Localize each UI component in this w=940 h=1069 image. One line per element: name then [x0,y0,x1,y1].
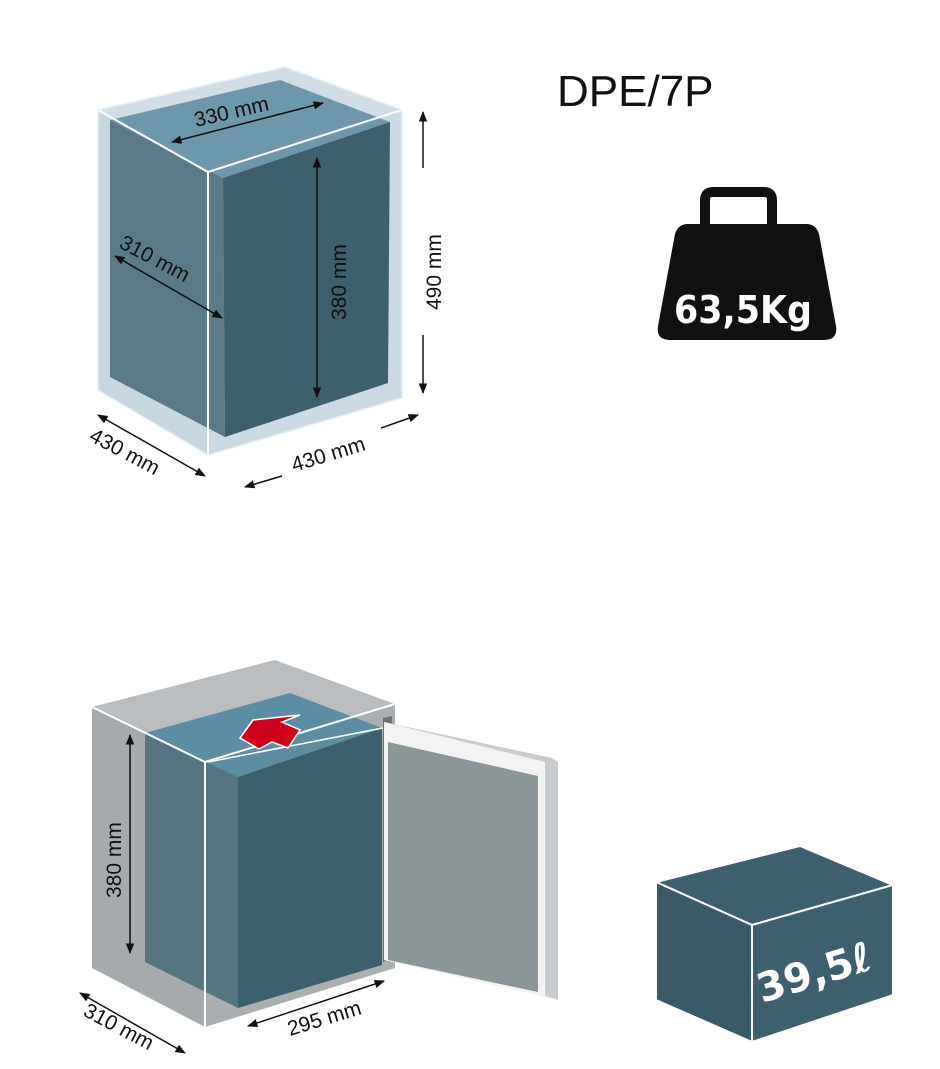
inner-width-arrow [170,101,325,144]
opening-width-arrow [247,979,385,1028]
inner-front-face [223,122,390,437]
outer-height-label: 490 mm [423,234,446,310]
insert-direction-arrow-icon [238,714,302,750]
opening-depth-label: 310 mm [80,999,158,1055]
opening-side-face [145,733,238,1008]
inner-height-label: 380 mm [328,244,351,320]
opening-front-face [238,728,382,1008]
outer-dimensions-box: 330 mm 310 mm 380 mm 490 mm 430 mm 430 m… [86,66,446,489]
volume-cube-icon: 39,5ℓ [652,844,897,1044]
opening-height-label: 380 mm [103,822,126,898]
inner-depth-arrow [114,255,223,319]
opening-depth-arrow [79,992,186,1054]
opening-dimensions-box: 380 mm 310 mm 295 mm [79,660,558,1055]
weight-icon: 63,5Kg [657,187,837,340]
door [383,716,558,1000]
weight-label: 63,5Kg [674,288,812,332]
outer-depth-label: 430 mm [86,424,164,480]
outer-depth-arrow [97,414,206,477]
opening-width-label: 295 mm [285,997,364,1041]
outer-width-label: 430 mm [289,433,368,477]
model-title: DPE/7P [557,67,714,116]
outer-width-arrow-left [243,475,283,489]
outer-width-arrow-right [380,414,419,429]
